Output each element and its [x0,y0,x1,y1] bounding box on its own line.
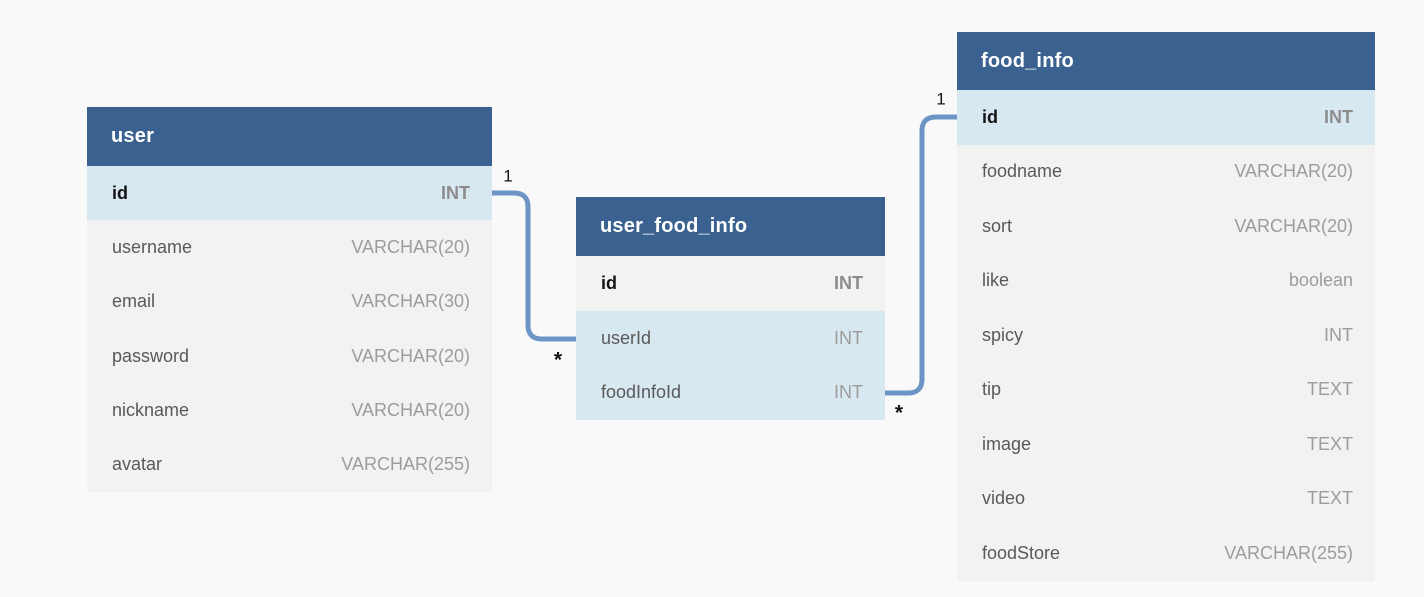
field-name: userId [601,327,652,348]
table-title: user [111,125,155,147]
table-title: user_food_info [600,215,748,237]
field-name: foodStore [982,542,1061,563]
table-row: tip TEXT [957,362,1375,417]
table-food-info[interactable]: food_info id INT foodname VARCHAR(20) so… [957,32,1375,581]
field-type: VARCHAR(20) [351,399,470,420]
field-name: foodInfoId [601,382,682,403]
field-name: avatar [112,454,163,475]
table-row: id INT [87,166,492,221]
field-type: INT [1324,106,1353,127]
table-row: userId INT [576,310,885,366]
field-type: VARCHAR(30) [351,291,470,312]
field-name: tip [982,379,1002,400]
table-header: food_info [957,32,1375,90]
field-type: INT [834,327,863,348]
table-row: foodInfoId INT [576,365,885,421]
cardinality-label: 1 [936,89,946,109]
field-type: TEXT [1306,379,1353,400]
field-type: INT [834,272,863,293]
field-type: TEXT [1306,488,1353,509]
cardinality-label: * [894,401,904,425]
field-type: VARCHAR(255) [1224,542,1353,563]
table-row: id INT [957,90,1375,145]
field-name: id [982,106,998,127]
table-row: username VARCHAR(20) [87,220,492,275]
table-row: avatar VARCHAR(255) [87,437,492,492]
field-type: VARCHAR(255) [341,454,470,475]
field-type: INT [441,182,470,203]
table-row: image TEXT [957,417,1375,472]
field-name: sort [982,215,1013,236]
field-name: video [982,488,1026,509]
field-name: id [112,182,128,203]
table-row: foodStore VARCHAR(255) [957,526,1375,581]
field-type: VARCHAR(20) [351,236,470,257]
table-row: sort VARCHAR(20) [957,199,1375,254]
table-row: video TEXT [957,471,1375,526]
table-header: user [87,107,492,166]
table-row: nickname VARCHAR(20) [87,383,492,438]
relation-line-food-info-to-user-food-info [885,114,957,396]
field-name: email [112,291,156,312]
table-row: foodname VARCHAR(20) [957,144,1375,199]
field-type: TEXT [1306,433,1353,454]
table-row: id INT [576,256,885,311]
field-name: nickname [112,399,190,420]
cardinality-label: * [553,348,563,372]
field-name: password [112,345,190,366]
table-row: spicy INT [957,308,1375,363]
table-user[interactable]: user id INT username VARCHAR(20) email V… [87,107,492,492]
table-header: user_food_info [576,197,885,256]
field-type: INT [834,382,863,403]
table-title: food_info [981,49,1074,72]
field-type: boolean [1288,270,1353,291]
field-name: image [982,433,1032,454]
table-row: email VARCHAR(30) [87,274,492,329]
field-type: VARCHAR(20) [1234,215,1353,236]
table-row: like boolean [957,253,1375,308]
field-name: spicy [982,324,1024,345]
field-name: username [112,236,193,257]
field-type: VARCHAR(20) [351,345,470,366]
field-name: like [982,270,1010,291]
cardinality-label: 1 [503,166,513,186]
field-type: INT [1324,324,1353,345]
field-name: id [601,272,617,293]
relation-line-user-to-user-food-info [492,190,576,342]
table-user-food-info[interactable]: user_food_info id INT userId INT foodInf… [576,197,885,421]
table-row: password VARCHAR(20) [87,328,492,384]
field-name: foodname [982,161,1063,182]
field-type: VARCHAR(20) [1234,161,1353,182]
